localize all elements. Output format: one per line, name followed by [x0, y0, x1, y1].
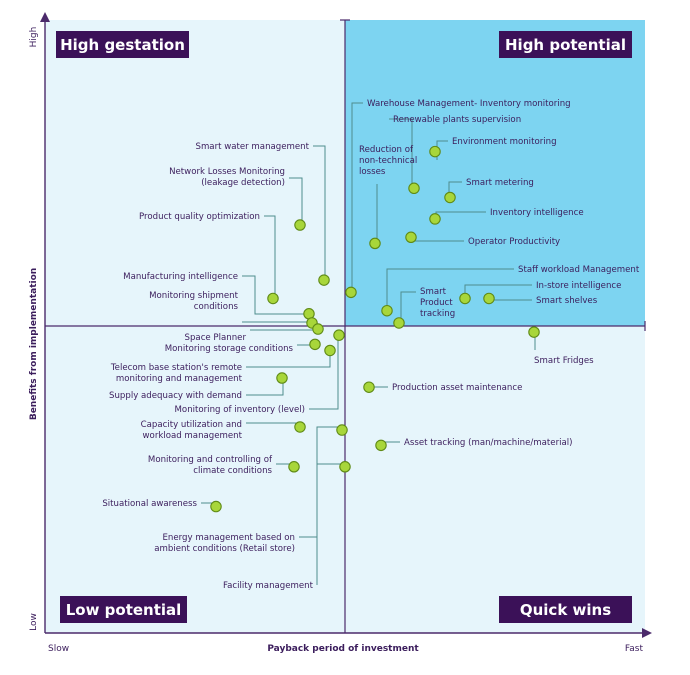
y-axis-arrow [40, 12, 50, 22]
leader-line-manufacturing-intelligence [242, 275, 313, 315]
point-label-asset-tracking-man-machine-material: Asset tracking (man/machine/material) [404, 438, 573, 448]
point-supply-adequacy-with-demand [276, 372, 288, 384]
point-smart-shelves [483, 292, 495, 305]
point-label-smart-water-management: Smart water management [195, 142, 309, 152]
quadrant-title-high-potential: High potential [505, 36, 626, 54]
quadrant-title-high-gestation-box [56, 31, 189, 58]
y-axis-low-label: Low [29, 613, 39, 631]
quadrant-title-high-potential-box [499, 31, 632, 58]
point-smart-product-tracking [393, 317, 405, 329]
point-in-store-intelligence [459, 292, 471, 305]
point-monitoring-storage-conditions [309, 338, 321, 351]
leader-line-warehouse-management-inventory-monitoring [351, 102, 363, 289]
point-label-facility-management: Facility management [223, 581, 314, 591]
point-smart-fridges [528, 326, 540, 338]
point-label-production-asset-maintenance: Production asset maintenance [392, 383, 522, 393]
x-axis-low-label: Slow [48, 644, 69, 654]
quadrant-title-low-potential: Low potential [66, 601, 182, 619]
quadrant-title-quick-wins-box [499, 596, 632, 623]
point-product-quality-optimization [267, 292, 279, 305]
point-label-operator-productivity: Operator Productivity [468, 237, 560, 247]
point-monitoring-of-inventory-level [333, 329, 345, 341]
point-telecom-base-station-s-remote-monitoring-and-management [324, 344, 336, 357]
point-monitoring-and-controlling-of-climate-conditions [288, 461, 300, 473]
leader-line-staff-workload-management [386, 268, 514, 311]
point-label-monitoring-of-inventory-level: Monitoring of inventory (level) [175, 405, 305, 415]
quadrant-title-quick-wins: Quick wins [520, 601, 611, 619]
y-axis-high-label: High [29, 27, 39, 48]
point-operator-productivity [405, 231, 417, 244]
leader-line-monitoring-of-inventory-level [309, 336, 339, 410]
point-situational-awareness [210, 500, 222, 513]
point-label-monitoring-storage-conditions: Monitoring storage conditions [165, 344, 294, 354]
quadrant-title-low-potential-box [60, 596, 187, 623]
leader-line-network-losses-monitoring-leakage-detection [289, 177, 303, 230]
point-label-environment-monitoring: Environment monitoring [452, 137, 557, 147]
point-label-manufacturing-intelligence: Manufacturing intelligence [123, 272, 238, 282]
point-environment-monitoring [429, 145, 441, 158]
point-renewable-plants-supervision [408, 182, 420, 195]
point-label-product-quality-optimization: Product quality optimization [139, 212, 260, 222]
high-potential-quadrant-fill [345, 20, 645, 326]
point-label-in-store-intelligence: In-store intelligence [536, 281, 621, 291]
point-label-warehouse-management-inventory-monitoring: Warehouse Management- Inventory monitori… [367, 99, 571, 109]
point-smart-metering [444, 191, 456, 204]
x-axis-high-label: Fast [625, 644, 644, 654]
y-axis-title: Benefits from implementation [29, 268, 39, 420]
point-label-inventory-intelligence: Inventory intelligence [490, 208, 584, 218]
point-label-smart-metering: Smart metering [466, 178, 534, 188]
quadrant-title-high-gestation: High gestation [60, 36, 185, 54]
point-label-staff-workload-management: Staff workload Management [518, 265, 640, 275]
point-label-space-planner: Space Planner [185, 333, 247, 343]
x-axis-arrow [642, 628, 652, 638]
leader-line-smart-water-management [313, 145, 326, 281]
axis-labels: Slow Fast Payback period of investment High… [29, 27, 643, 654]
point-energy-management-based-on-ambient-conditions-retail-store [339, 461, 351, 473]
point-label-renewable-plants-supervision: Renewable plants supervision [393, 115, 521, 125]
point-warehouse-management-inventory-monitoring [345, 286, 357, 299]
point-capacity-utilization-and-workload-management [294, 421, 306, 433]
point-label-situational-awareness: Situational awareness [102, 499, 197, 509]
point-smart-water-management [318, 274, 330, 286]
point-label-network-losses-monitoring-leakage-detection: Network Losses Monitoring(leakage detect… [169, 167, 285, 188]
leader-line-facility-management [316, 426, 343, 585]
data-points [210, 145, 540, 513]
axes [40, 12, 652, 638]
point-facility-management [336, 424, 348, 436]
leader-line-smart-product-tracking [400, 291, 416, 322]
leader-line-product-quality-optimization [264, 215, 276, 299]
point-label-supply-adequacy-with-demand: Supply adequacy with demand [109, 391, 242, 401]
leader-line-renewable-plants-supervision [389, 118, 413, 192]
point-label-smart-shelves: Smart shelves [536, 296, 598, 306]
point-network-losses-monitoring-leakage-detection [294, 219, 306, 231]
point-inventory-intelligence [429, 213, 441, 225]
point-production-asset-maintenance [363, 381, 375, 393]
x-axis-title: Payback period of investment [267, 644, 419, 654]
point-space-planner [312, 323, 324, 335]
point-label-smart-fridges: Smart Fridges [534, 356, 594, 366]
point-asset-tracking-man-machine-material [375, 439, 387, 452]
point-labels: Warehouse Management- Inventory monitori… [102, 99, 640, 591]
point-staff-workload-management [381, 304, 393, 317]
point-reduction-of-non-technical-losses [369, 237, 381, 250]
